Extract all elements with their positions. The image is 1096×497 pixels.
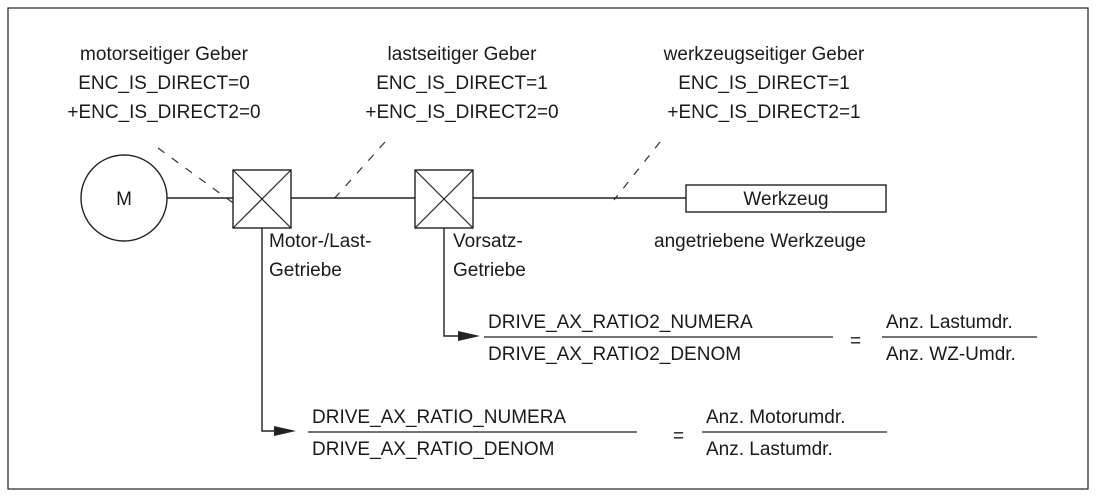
- encoder-tool-param2: +ENC_IS_DIRECT2=1: [667, 102, 860, 123]
- ratio2-equals: =: [850, 331, 861, 352]
- encoder-tool-leader: [613, 141, 661, 201]
- encoder-load-label: lastseitiger Geber ENC_IS_DIRECT=1 +ENC_…: [365, 44, 558, 123]
- encoder-motor-title: motorseitiger Geber: [80, 44, 249, 65]
- encoder-motor-param2: +ENC_IS_DIRECT2=0: [67, 102, 260, 123]
- ratio1-equals: =: [673, 426, 684, 447]
- ratio2-arrowhead: [458, 331, 480, 341]
- tool-box-label: Werkzeug: [743, 189, 828, 210]
- gearbox-motor-load-symbol: [232, 169, 292, 229]
- encoder-tool-title: werkzeugseitiger Geber: [663, 44, 865, 65]
- gearbox-attachment-symbol: [414, 169, 474, 229]
- ratio1-arrowhead: [274, 426, 296, 436]
- gearbox-motor-load-label-line2: Getriebe: [269, 260, 342, 281]
- encoder-motor-label: motorseitiger Geber ENC_IS_DIRECT=0 +ENC…: [67, 44, 260, 123]
- ratio2-rhs-numerator: Anz. Lastumdr.: [886, 312, 1013, 333]
- ratio2-denominator: DRIVE_AX_RATIO2_DENOM: [488, 344, 741, 365]
- encoder-load-param2: +ENC_IS_DIRECT2=0: [365, 102, 558, 123]
- ratio1-rhs-denominator: Anz. Lastumdr.: [706, 439, 833, 460]
- gearbox-motor-load-label-line1: Motor-/Last-: [269, 231, 371, 252]
- ratio2-rhs-denominator: Anz. WZ-Umdr.: [886, 344, 1016, 365]
- driven-tools-label: angetriebene Werkzeuge: [654, 231, 866, 252]
- ratio1-rhs-numerator: Anz. Motorumdr.: [706, 407, 845, 428]
- gearbox-attachment-label-line2: Getriebe: [453, 260, 526, 281]
- encoder-motor-param1: ENC_IS_DIRECT=0: [78, 73, 250, 94]
- ratio1-denominator: DRIVE_AX_RATIO_DENOM: [312, 439, 554, 460]
- ratio2-numerator: DRIVE_AX_RATIO2_NUMERA: [488, 312, 753, 333]
- encoder-load-param1: ENC_IS_DIRECT=1: [376, 73, 548, 94]
- diagram-frame: [7, 7, 1089, 490]
- encoder-tool-label: werkzeugseitiger Geber ENC_IS_DIRECT=1 +…: [663, 44, 865, 123]
- encoder-tool-param1: ENC_IS_DIRECT=1: [678, 73, 850, 94]
- gearbox-attachment-label-line1: Vorsatz-: [453, 231, 523, 252]
- ratio1-numerator: DRIVE_AX_RATIO_NUMERA: [312, 407, 566, 428]
- encoder-load-title: lastseitiger Geber: [388, 44, 538, 65]
- encoder-load-leader: [332, 141, 386, 201]
- motor-label: M: [116, 189, 132, 210]
- tool-box: [685, 184, 887, 213]
